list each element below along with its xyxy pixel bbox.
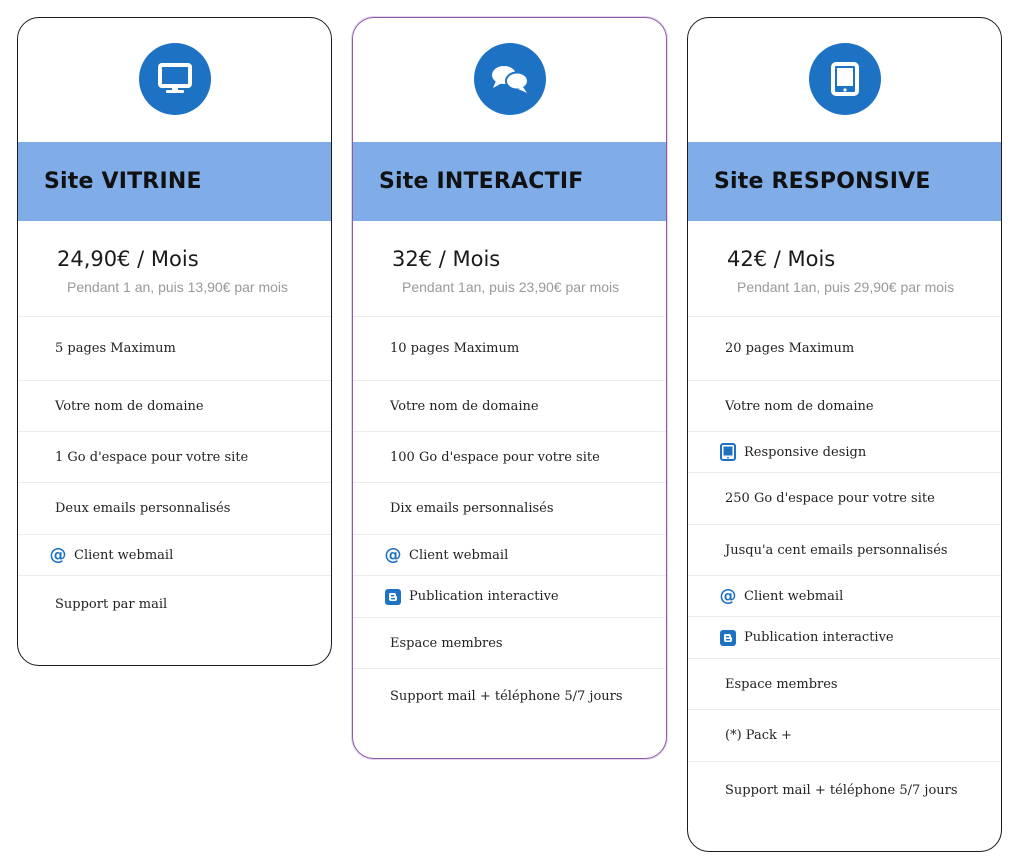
plan-icon-area (353, 18, 666, 142)
feature-row: Deux emails personnalisés (18, 483, 331, 535)
price-block: 24,90€ / Mois Pendant 1 an, puis 13,90€ … (18, 221, 331, 317)
plan-icon-area (688, 18, 1001, 142)
feature-label: Votre nom de domaine (390, 398, 539, 414)
feature-label: 100 Go d'espace pour votre site (390, 449, 600, 465)
feature-label: Votre nom de domaine (725, 398, 874, 414)
price-block: 42€ / Mois Pendant 1an, puis 29,90€ par … (688, 221, 1001, 317)
feature-row: 100 Go d'espace pour votre site (353, 432, 666, 483)
feature-row: Jusqu'a cent emails personnalisés (688, 525, 1001, 576)
plan-title: Site INTERACTIF (379, 169, 584, 194)
feature-row: Dix emails personnalisés (353, 483, 666, 535)
plan-price: 32€ / Mois (392, 247, 501, 271)
feature-label: (*) Pack + (725, 728, 792, 743)
feature-label: 10 pages Maximum (390, 341, 520, 356)
feature-label: Jusqu'a cent emails personnalisés (725, 542, 948, 558)
feature-label: Support mail + téléphone 5/7 jours (390, 688, 623, 704)
feature-row: 20 pages Maximum (688, 317, 1001, 381)
plan-card-vitrine: Site VITRINE 24,90€ / Mois Pendant 1 an,… (17, 17, 332, 666)
plan-banner: Site RESPONSIVE (688, 142, 1001, 221)
price-block: 32€ / Mois Pendant 1an, puis 23,90€ par … (353, 221, 666, 317)
feature-label: 20 pages Maximum (725, 341, 855, 356)
feature-row: Support par mail (18, 576, 331, 632)
feature-label: Espace membres (725, 676, 838, 692)
feature-label: Publication interactive (409, 589, 559, 604)
feature-row: Espace membres (353, 618, 666, 669)
feature-label: Dix emails personnalisés (390, 501, 554, 516)
price-note: Pendant 1an, puis 29,90€ par mois (737, 279, 955, 295)
feature-row: Votre nom de domaine (18, 381, 331, 432)
blogger-icon (719, 629, 737, 647)
chat-bubbles-icon (473, 43, 546, 115)
at-icon: @ (49, 544, 67, 565)
tablet-icon (719, 443, 737, 461)
feature-label: Client webmail (744, 588, 844, 604)
plan-banner: Site VITRINE (18, 142, 331, 221)
feature-label: Client webmail (409, 547, 509, 563)
feature-row: Support mail + téléphone 5/7 jours (688, 762, 1001, 818)
feature-row: Support mail + téléphone 5/7 jours (353, 669, 666, 723)
feature-row: Responsive design (688, 432, 1001, 473)
plan-banner: Site INTERACTIF (353, 142, 666, 221)
feature-row: 10 pages Maximum (353, 317, 666, 381)
feature-label: Votre nom de domaine (55, 398, 204, 414)
plan-icon-area (18, 18, 331, 142)
feature-label: Support mail + téléphone 5/7 jours (725, 782, 958, 798)
plan-title: Site RESPONSIVE (714, 169, 931, 194)
feature-label: Publication interactive (744, 630, 894, 645)
at-icon: @ (719, 585, 737, 606)
feature-row: 1 Go d'espace pour votre site (18, 432, 331, 483)
feature-row: Publication interactive (353, 576, 666, 618)
feature-label: Espace membres (390, 635, 503, 651)
feature-label: Responsive design (744, 444, 867, 460)
feature-row: 5 pages Maximum (18, 317, 331, 381)
plan-card-responsive: Site RESPONSIVE 42€ / Mois Pendant 1an, … (687, 17, 1002, 852)
blogger-icon (384, 588, 402, 606)
feature-label: 5 pages Maximum (55, 341, 176, 356)
feature-row: @ Client webmail (688, 576, 1001, 617)
price-note: Pendant 1an, puis 23,90€ par mois (402, 279, 620, 295)
feature-row: Publication interactive (688, 617, 1001, 659)
price-note: Pendant 1 an, puis 13,90€ par mois (67, 279, 289, 295)
feature-row: Espace membres (688, 659, 1001, 710)
plan-title: Site VITRINE (44, 169, 202, 194)
tablet-icon (808, 43, 881, 115)
feature-row: @ Client webmail (353, 535, 666, 576)
feature-label: 250 Go d'espace pour votre site (725, 491, 935, 506)
plan-price: 42€ / Mois (727, 247, 836, 271)
monitor-icon (138, 43, 211, 115)
plan-card-interactif: Site INTERACTIF 32€ / Mois Pendant 1an, … (352, 17, 667, 759)
feature-label: Deux emails personnalisés (55, 501, 231, 516)
feature-row: @ Client webmail (18, 535, 331, 576)
feature-label: 1 Go d'espace pour votre site (55, 449, 249, 465)
at-icon: @ (384, 544, 402, 565)
plan-price: 24,90€ / Mois (57, 247, 199, 271)
feature-row: (*) Pack + (688, 710, 1001, 762)
feature-row: Votre nom de domaine (353, 381, 666, 432)
feature-row: 250 Go d'espace pour votre site (688, 473, 1001, 525)
feature-label: Support par mail (55, 596, 168, 612)
feature-label: Client webmail (74, 547, 174, 563)
feature-row: Votre nom de domaine (688, 381, 1001, 432)
